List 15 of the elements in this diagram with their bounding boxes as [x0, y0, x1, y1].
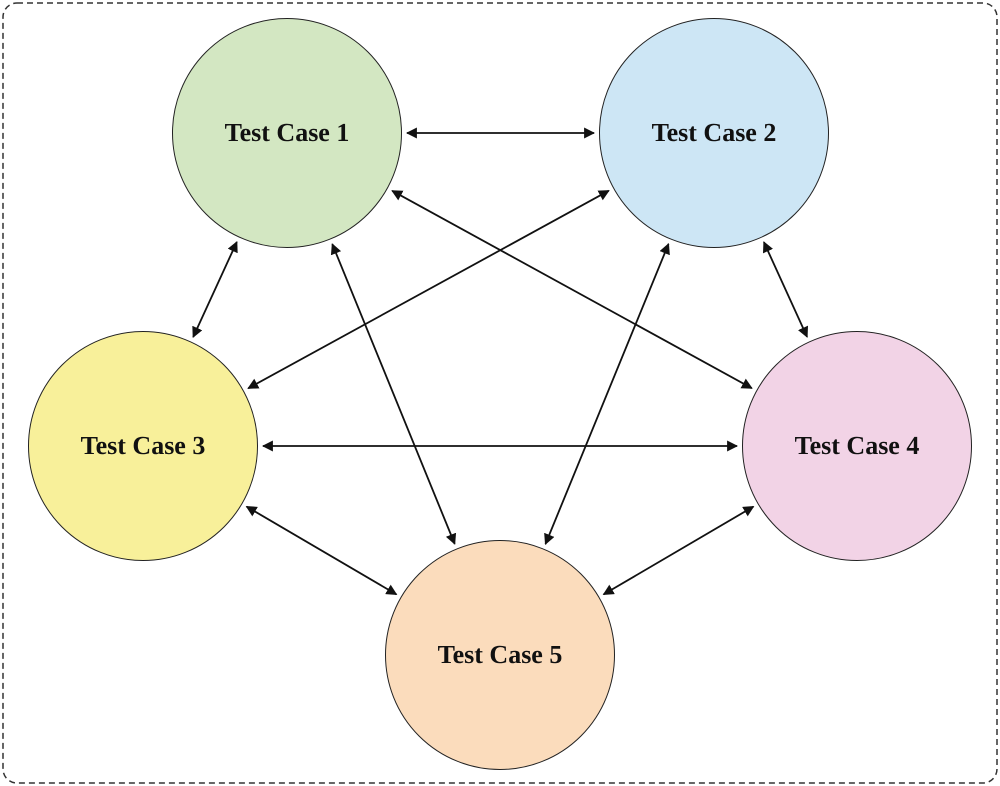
double-arrow: [246, 506, 398, 596]
node-label: Test Case 4: [794, 431, 920, 461]
double-arrow: [330, 243, 456, 545]
node-label: Test Case 1: [224, 118, 350, 148]
node-label: Test Case 2: [652, 118, 776, 148]
double-arrow: [247, 190, 610, 390]
node-label: Test Case 5: [438, 640, 562, 670]
double-arrow: [406, 128, 596, 138]
double-arrow: [544, 242, 670, 546]
double-arrow: [262, 440, 738, 452]
node-label: Test Case 3: [80, 431, 206, 461]
double-arrow: [391, 190, 753, 389]
double-arrow: [192, 241, 238, 338]
double-arrow: [602, 506, 754, 596]
double-arrow: [763, 241, 808, 338]
